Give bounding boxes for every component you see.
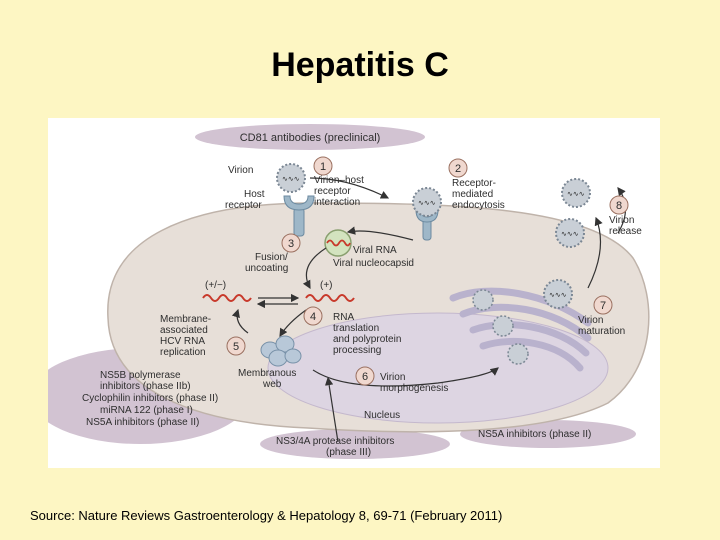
step-7-label-2: maturation bbox=[578, 326, 625, 337]
svg-text:∿∿∿: ∿∿∿ bbox=[561, 231, 579, 238]
left-inhibitor-2: inhibitors (phase IIb) bbox=[100, 381, 191, 392]
step-1-badge: 1 bbox=[313, 156, 333, 176]
rna-plus-minus-label: (+/−) bbox=[205, 280, 226, 291]
step-3-badge: 3 bbox=[281, 233, 301, 253]
membranous-web-label-2: web bbox=[262, 379, 282, 390]
slide-title: Hepatitis C bbox=[271, 46, 449, 84]
ns3-highlight-oval bbox=[260, 429, 450, 459]
left-inhibitor-5: NS5A inhibitors (phase II) bbox=[86, 417, 199, 428]
left-inhibitor-4: miRNA 122 (phase I) bbox=[100, 405, 193, 416]
step-2-label-1: Receptor- bbox=[452, 178, 496, 189]
svg-text:∿∿∿: ∿∿∿ bbox=[282, 176, 300, 183]
step-5-label-2: associated bbox=[160, 325, 208, 336]
step-8-label-1: Virion bbox=[609, 215, 634, 226]
left-inhibitor-1: NS5B polymerase bbox=[100, 370, 181, 381]
virion-release-icon-1: ∿∿∿ bbox=[561, 178, 591, 208]
nucleus-shape bbox=[267, 312, 609, 424]
step-5-badge: 5 bbox=[226, 336, 246, 356]
virion-bound-icon: ∿∿∿ bbox=[412, 187, 442, 217]
virion-golgi-icon-3 bbox=[507, 343, 529, 365]
svg-text:∿∿∿: ∿∿∿ bbox=[418, 200, 436, 207]
step-2-label-3: endocytosis bbox=[452, 200, 505, 211]
svg-text:3: 3 bbox=[288, 238, 294, 250]
svg-text:∿∿∿: ∿∿∿ bbox=[567, 191, 585, 198]
svg-text:8: 8 bbox=[616, 200, 622, 212]
left-inhibitor-3: Cyclophilin inhibitors (phase II) bbox=[82, 393, 218, 404]
step-4-label-2: translation bbox=[333, 323, 379, 334]
svg-text:7: 7 bbox=[600, 300, 606, 312]
step-4-label-3: and polyprotein bbox=[333, 334, 401, 345]
step-8-label-2: release bbox=[609, 226, 642, 237]
host-receptor-label-1: Host bbox=[244, 189, 265, 200]
virion-golgi-icon-1 bbox=[472, 289, 494, 311]
step-1-label-2: receptor bbox=[314, 186, 351, 197]
step-4-badge: 4 bbox=[303, 306, 323, 326]
rna-plus-strand-icon bbox=[305, 294, 355, 302]
rna-plus-label: (+) bbox=[320, 280, 333, 291]
figure-frame: ∿∿∿ ∿∿∿ ∿∿∿ ∿∿∿ ∿∿∿ bbox=[48, 118, 660, 468]
step-5-label-3: HCV RNA bbox=[160, 336, 205, 347]
svg-text:1: 1 bbox=[320, 161, 326, 173]
step-2-label-2: mediated bbox=[452, 189, 493, 200]
endocytosis-receptor-icon bbox=[415, 209, 439, 241]
step-2-badge: 2 bbox=[448, 158, 468, 178]
step-6-badge: 6 bbox=[355, 366, 375, 386]
cd81-highlight-oval bbox=[195, 124, 425, 150]
virion-golgi-icon-2 bbox=[492, 315, 514, 337]
host-receptor-label-2: receptor bbox=[225, 200, 262, 211]
membranous-web-icon bbox=[260, 335, 302, 367]
svg-text:4: 4 bbox=[310, 311, 316, 323]
virion-maturing-icon: ∿∿∿ bbox=[543, 279, 573, 309]
step-5-label-4: replication bbox=[160, 347, 206, 358]
ns3-inhibitor-label-2: (phase III) bbox=[326, 447, 371, 458]
viral-nucleocapsid-label: Viral nucleocapsid bbox=[333, 258, 414, 269]
rna-minus-strand-icon bbox=[202, 294, 252, 302]
source-citation: Source: Nature Reviews Gastroenterology … bbox=[30, 508, 503, 523]
cd81-antibodies-label: CD81 antibodies (preclinical) bbox=[240, 132, 381, 144]
step-5-label-1: Membrane- bbox=[160, 314, 211, 325]
golgi-stacks bbox=[449, 287, 592, 372]
virion-free-icon: ∿∿∿ bbox=[276, 163, 306, 193]
svg-text:6: 6 bbox=[362, 371, 368, 383]
step-6-label-2: morphogenesis bbox=[380, 383, 448, 394]
step-7-badge: 7 bbox=[593, 295, 613, 315]
step-3-label-1: Fusion/ bbox=[255, 252, 288, 263]
virion-release-icon-2: ∿∿∿ bbox=[555, 218, 585, 248]
ns5a-right-inhibitor-label: NS5A inhibitors (phase II) bbox=[478, 429, 591, 440]
membranous-web-label-1: Membranous bbox=[238, 368, 296, 379]
step-3-label-2: uncoating bbox=[245, 263, 288, 274]
step-8-badge: 8 bbox=[609, 195, 629, 215]
step-1-label-1: Virion–host bbox=[314, 175, 364, 186]
host-receptor-icon bbox=[283, 195, 315, 237]
nucleus-label: Nucleus bbox=[364, 410, 400, 421]
svg-text:5: 5 bbox=[233, 341, 239, 353]
virion-label: Virion bbox=[228, 165, 253, 176]
pathway-arrows bbox=[231, 177, 627, 443]
step-1-label-3: interaction bbox=[314, 197, 360, 208]
step-6-label-1: Virion bbox=[380, 372, 405, 383]
step-4-label-4: processing bbox=[333, 345, 381, 356]
svg-text:2: 2 bbox=[455, 163, 461, 175]
viral-rna-label: Viral RNA bbox=[353, 245, 397, 256]
svg-text:∿∿∿: ∿∿∿ bbox=[549, 292, 567, 299]
step-7-label-1: Virion bbox=[578, 315, 603, 326]
viral-nucleocapsid-icon bbox=[324, 229, 352, 257]
hcv-lifecycle-diagram: ∿∿∿ ∿∿∿ ∿∿∿ ∿∿∿ ∿∿∿ bbox=[48, 124, 650, 459]
step-4-label-1: RNA bbox=[333, 312, 354, 323]
ns3-inhibitor-label-1: NS3/4A protease inhibitors bbox=[276, 436, 394, 447]
